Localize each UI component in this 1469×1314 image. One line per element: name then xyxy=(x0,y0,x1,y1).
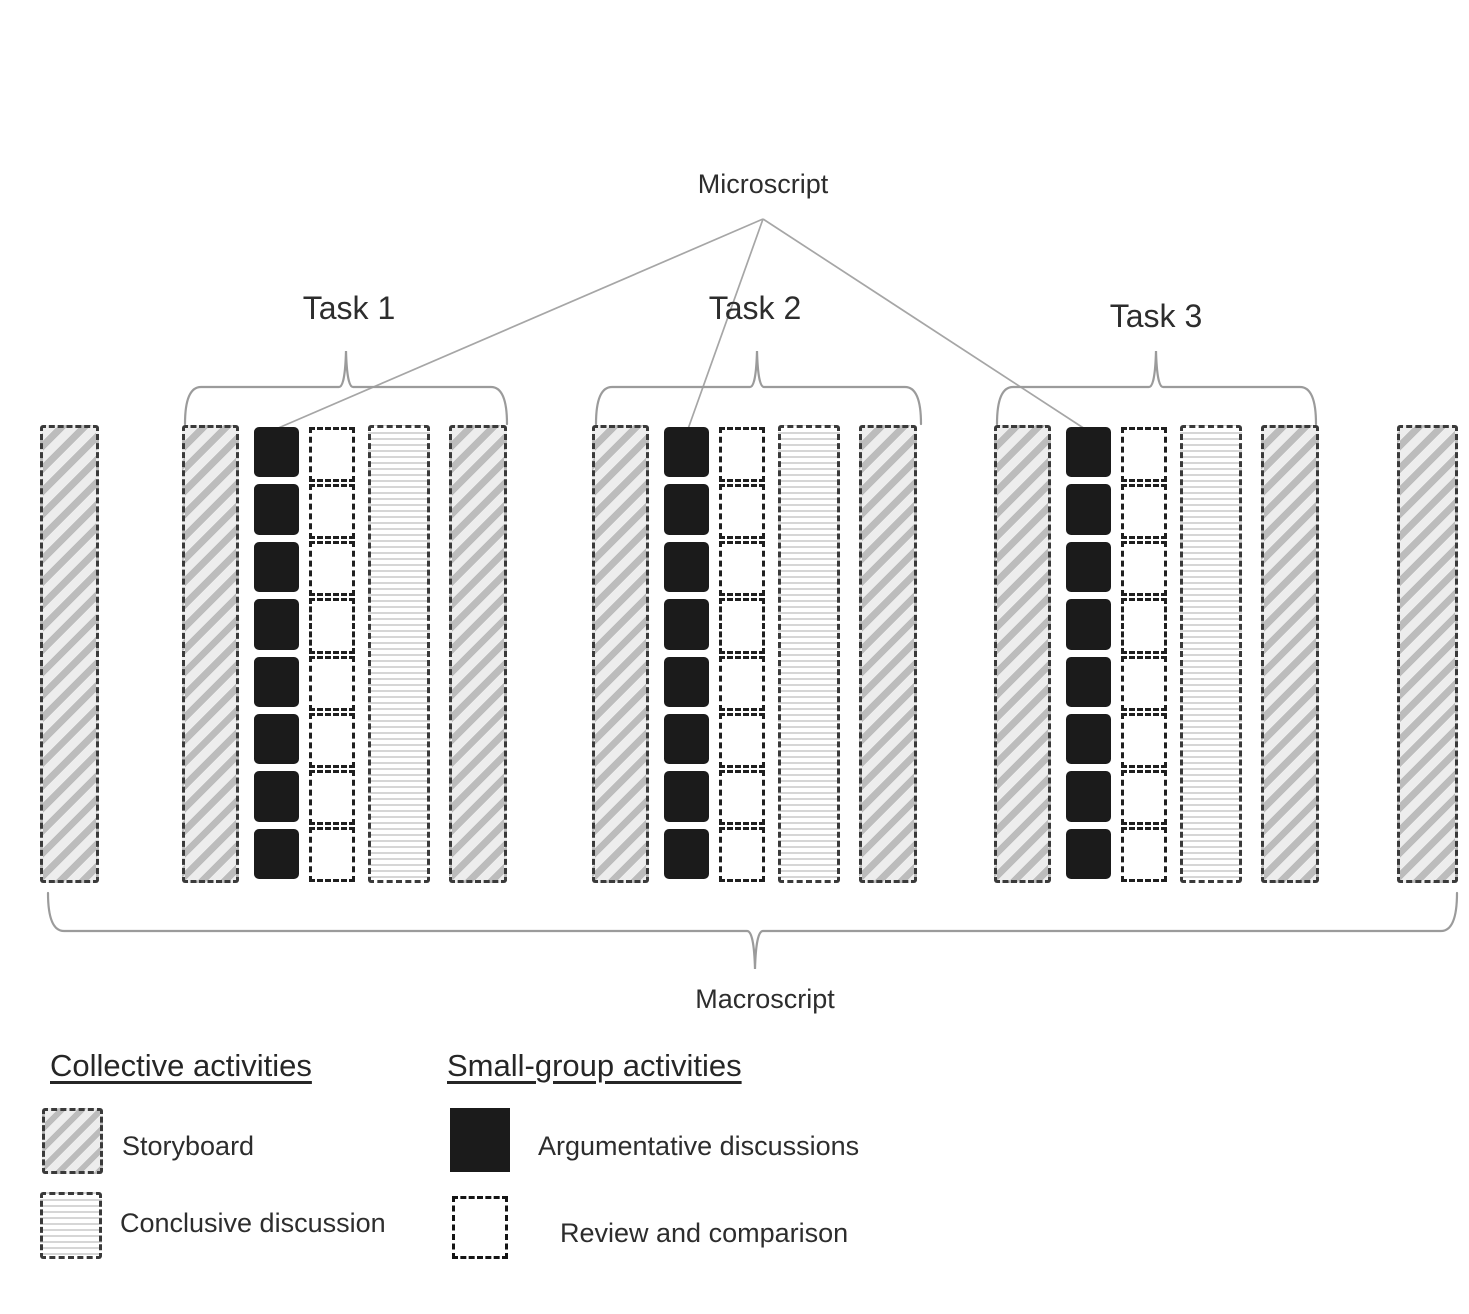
argumentative-discussions-segment xyxy=(254,656,299,707)
column-conclusive-discussion xyxy=(1180,425,1242,883)
column-storyboard xyxy=(1397,425,1458,883)
argumentative-discussions-segment xyxy=(254,484,299,535)
review-and-comparison-segment xyxy=(1121,598,1167,654)
conclusive-discussion-swatch-icon xyxy=(40,1192,102,1259)
review-and-comparison-segment xyxy=(1121,484,1167,540)
argumentative-discussions-segment xyxy=(254,599,299,650)
legend-heading-collective: Collective activities xyxy=(50,1048,312,1083)
column-review-and-comparison xyxy=(309,427,355,882)
column-conclusive-discussion xyxy=(778,425,840,883)
argumentative-discussions-segment xyxy=(254,828,299,879)
column-conclusive-discussion xyxy=(368,425,430,883)
macroscript-label: Macroscript xyxy=(695,984,835,1014)
legend-label-argumentative-discussions: Argumentative discussions xyxy=(538,1131,860,1161)
microscript-label: Microscript xyxy=(697,169,829,199)
task1-label: Task 1 xyxy=(302,290,396,326)
review-and-comparison-swatch-icon xyxy=(452,1196,508,1259)
argumentative-discussions-segment xyxy=(1066,656,1111,707)
column-storyboard xyxy=(40,425,99,883)
argumentative-discussions-segment xyxy=(1066,713,1111,765)
column-review-and-comparison xyxy=(1121,427,1167,882)
column-storyboard xyxy=(859,425,917,883)
review-and-comparison-segment xyxy=(719,427,765,483)
legend-label-storyboard: Storyboard xyxy=(122,1131,255,1161)
argumentative-discussions-segment xyxy=(664,656,709,707)
column-argumentative-discussions xyxy=(254,427,299,879)
argumentative-discussions-segment xyxy=(664,771,709,822)
review-and-comparison-segment xyxy=(719,826,765,882)
column-storyboard xyxy=(449,425,507,883)
task3-label: Task 3 xyxy=(1109,298,1203,334)
review-and-comparison-segment xyxy=(719,769,765,825)
argumentative-discussions-segment xyxy=(1066,828,1111,879)
review-and-comparison-segment xyxy=(719,598,765,654)
argumentative-discussions-segment xyxy=(664,484,709,535)
review-and-comparison-segment xyxy=(309,826,355,882)
column-storyboard xyxy=(592,425,649,883)
review-and-comparison-segment xyxy=(719,712,765,768)
argumentative-discussions-segment xyxy=(664,541,709,593)
review-and-comparison-segment xyxy=(309,541,355,597)
microscript-fan-lines xyxy=(275,218,1086,430)
review-and-comparison-segment xyxy=(1121,712,1167,768)
macroscript-brace xyxy=(46,891,1459,970)
argumentative-discussions-segment xyxy=(254,713,299,765)
review-and-comparison-segment xyxy=(309,769,355,825)
task2-brace xyxy=(594,350,923,426)
review-and-comparison-segment xyxy=(719,541,765,597)
review-and-comparison-segment xyxy=(1121,541,1167,597)
argumentative-discussions-segment xyxy=(664,828,709,879)
argumentative-discussions-swatch-icon xyxy=(450,1108,510,1172)
review-and-comparison-segment xyxy=(1121,769,1167,825)
review-and-comparison-segment xyxy=(309,484,355,540)
task1-brace xyxy=(183,350,509,426)
argumentative-discussions-segment xyxy=(1066,541,1111,593)
argumentative-discussions-segment xyxy=(664,427,709,478)
legend-heading-small-group: Small-group activities xyxy=(447,1048,742,1083)
argumentative-discussions-segment xyxy=(1066,484,1111,535)
column-argumentative-discussions xyxy=(1066,427,1111,879)
review-and-comparison-segment xyxy=(1121,655,1167,711)
review-and-comparison-segment xyxy=(1121,427,1167,483)
argumentative-discussions-segment xyxy=(254,427,299,478)
column-review-and-comparison xyxy=(719,427,765,882)
review-and-comparison-segment xyxy=(309,655,355,711)
task3-brace xyxy=(995,350,1318,426)
argumentative-discussions-segment xyxy=(664,599,709,650)
argumentative-discussions-segment xyxy=(254,771,299,822)
column-storyboard xyxy=(182,425,239,883)
column-argumentative-discussions xyxy=(664,427,709,879)
review-and-comparison-segment xyxy=(1121,826,1167,882)
review-and-comparison-segment xyxy=(719,655,765,711)
review-and-comparison-segment xyxy=(309,598,355,654)
column-storyboard xyxy=(994,425,1051,883)
legend-label-review-and-comparison: Review and comparison xyxy=(560,1218,849,1248)
storyboard-swatch-icon xyxy=(42,1108,103,1174)
argumentative-discussions-segment xyxy=(254,541,299,593)
argumentative-discussions-segment xyxy=(664,713,709,765)
review-and-comparison-segment xyxy=(719,484,765,540)
column-storyboard xyxy=(1261,425,1319,883)
argumentative-discussions-segment xyxy=(1066,427,1111,478)
review-and-comparison-segment xyxy=(309,712,355,768)
task2-label: Task 2 xyxy=(708,290,802,326)
legend-label-conclusive-discussion: Conclusive discussion xyxy=(120,1208,386,1238)
review-and-comparison-segment xyxy=(309,427,355,483)
argumentative-discussions-segment xyxy=(1066,599,1111,650)
argumentative-discussions-segment xyxy=(1066,771,1111,822)
